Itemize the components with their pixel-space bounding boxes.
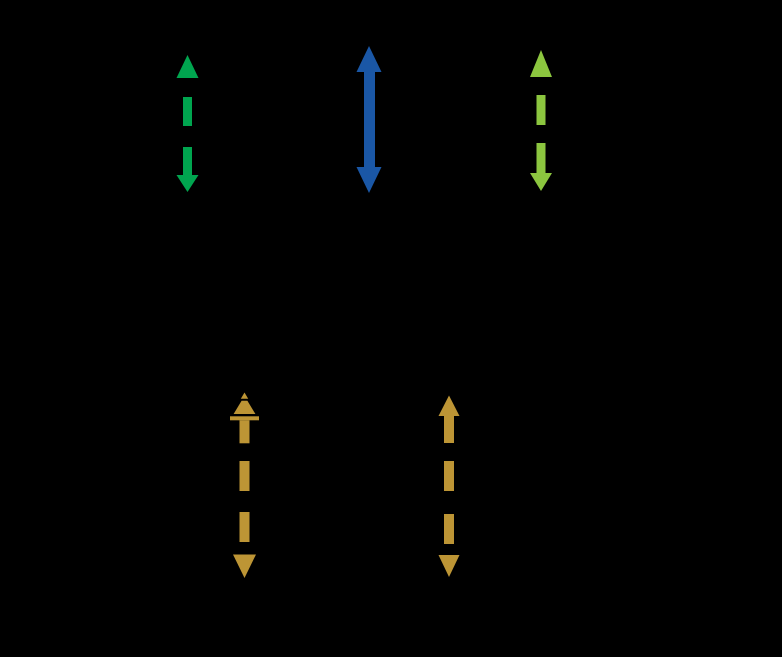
arrowhead-down-icon xyxy=(530,173,552,191)
arrowhead-up-icon xyxy=(530,50,552,77)
arrowhead-up-body-icon xyxy=(233,400,256,414)
arrow-shaft xyxy=(239,420,250,444)
blue-solid-double-arrow xyxy=(356,46,382,193)
arrowhead-up-icon xyxy=(438,395,460,416)
tan-right-dashed-double-arrow xyxy=(438,395,460,577)
light-green-dashed-double-arrow xyxy=(530,50,552,191)
arrow-shaft xyxy=(364,70,375,170)
arrow-dash xyxy=(239,461,250,491)
arrowhead-up-icon xyxy=(176,55,199,78)
arrow-dash xyxy=(239,512,250,542)
arrowhead-down-icon xyxy=(233,554,256,578)
arrowhead-up-icon xyxy=(356,46,382,72)
arrowhead-base-bar xyxy=(230,416,259,421)
arrow-shaft xyxy=(536,143,546,174)
arrowhead-down-icon xyxy=(356,167,382,193)
arrow-shaft xyxy=(183,147,192,176)
arrowhead-down-icon xyxy=(438,555,460,577)
arrow-dash xyxy=(183,97,192,126)
arrow-dash xyxy=(536,95,546,125)
green-dashed-double-arrow xyxy=(176,55,199,192)
arrow-dash xyxy=(444,514,454,544)
tan-left-dashed-double-arrow xyxy=(230,392,259,578)
arrowhead-up-tip-icon xyxy=(240,392,249,399)
arrowhead-down-icon xyxy=(176,175,199,192)
arrow-dash xyxy=(444,461,454,491)
arrow-shaft xyxy=(444,414,454,443)
